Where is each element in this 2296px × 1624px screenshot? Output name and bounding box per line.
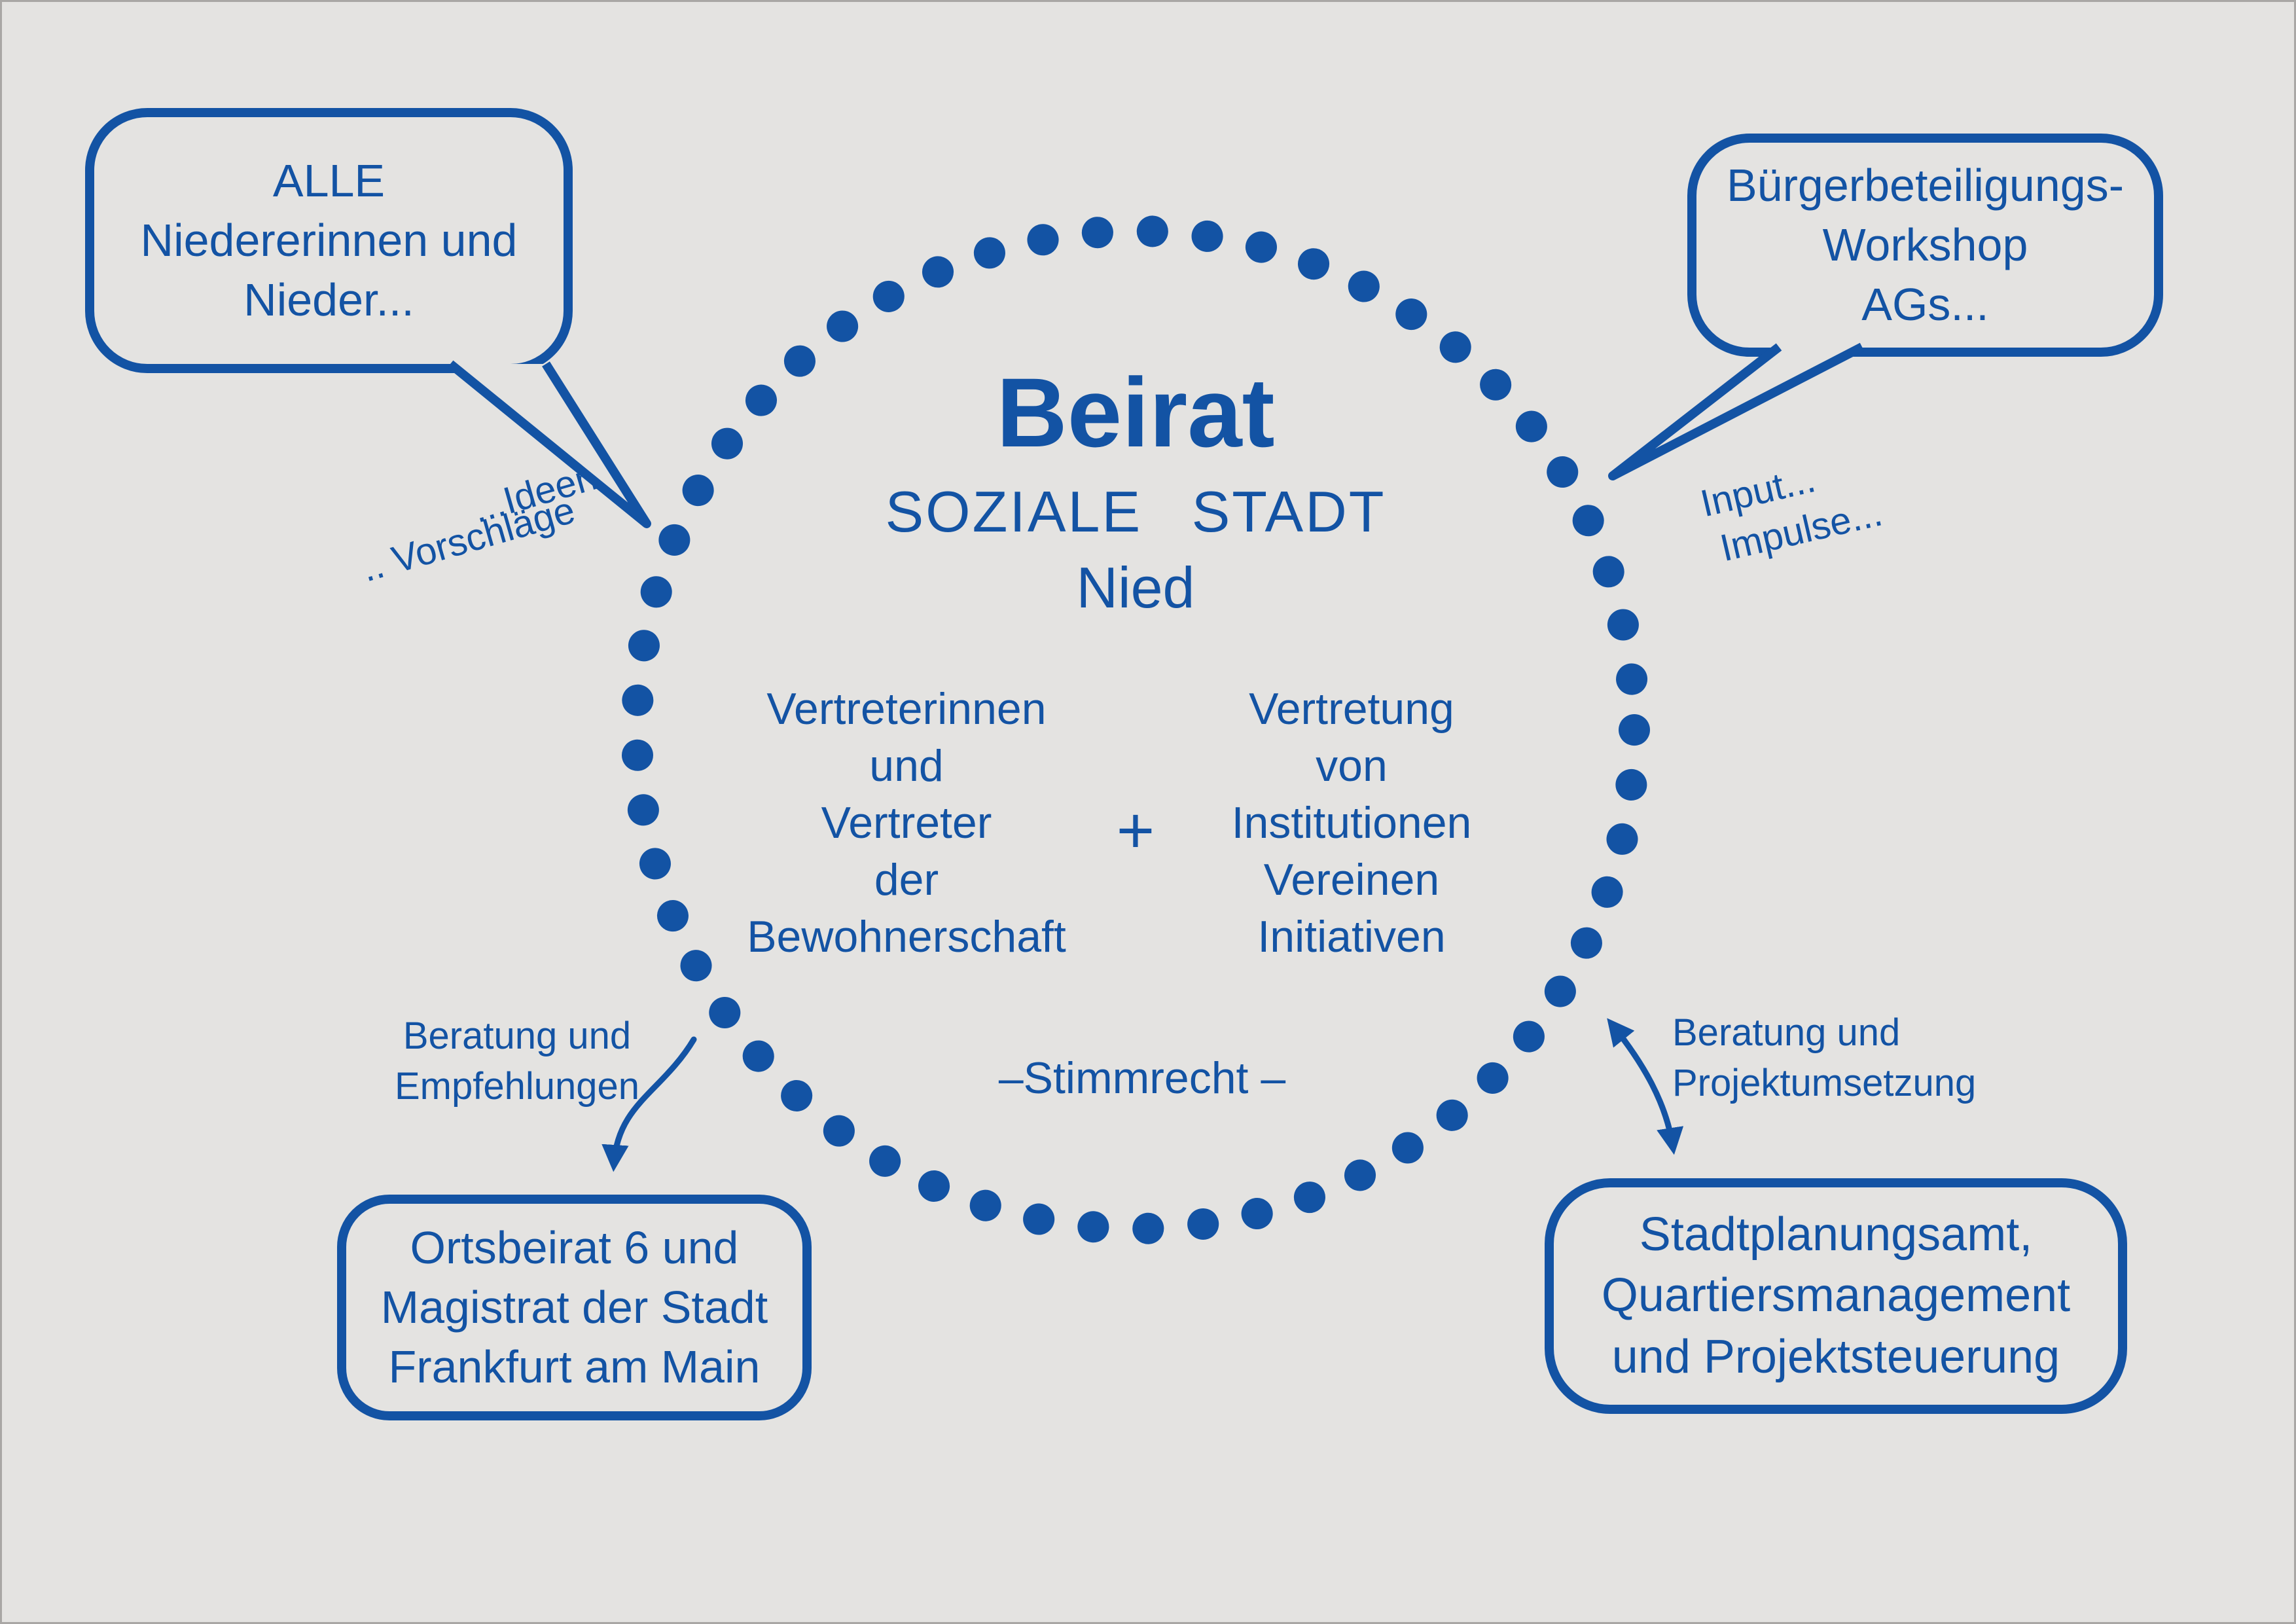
bubble-tail-top-right (1608, 342, 1865, 480)
arrow-beratung-projektumsetzung (1607, 1018, 1684, 1155)
label-line: Empfehlungen (394, 1064, 640, 1108)
circle-heading: Beirat SOZIALE STADT Nied (677, 359, 1594, 621)
bubble-line: Niedererinnen und (140, 215, 518, 266)
bubble-line: ALLE (272, 155, 386, 206)
box-stadtplanungsamt: Stadtplanungsamt, Quartiersmanagement un… (1545, 1178, 2127, 1414)
label-beratung-empfehlungen: Beratung und Empfehlungen (363, 1011, 671, 1111)
bubble-buergerbeteiligung: Bürgerbeteiligungs- Workshop AGs... (1687, 134, 2163, 357)
members-right-column: Vertretung von Institutionen Vereinen In… (1142, 681, 1561, 965)
column-line: und (869, 741, 944, 791)
bubble-line: Workshop (1822, 219, 2028, 270)
column-line: Vereinen (1263, 855, 1440, 905)
circle-place: Nied (1076, 555, 1195, 620)
column-line: Vertretung (1249, 684, 1454, 734)
label-line: Beratung und (403, 1015, 632, 1057)
box-line: Magistrat der Stadt (380, 1282, 768, 1333)
circle-title: Beirat (996, 357, 1275, 467)
box-ortsbeirat-magistrat: Ortsbeirat 6 und Magistrat der Stadt Fra… (337, 1195, 812, 1420)
box-line: und Projektsteuerung (1611, 1330, 2060, 1383)
bubble-line: Nieder... (243, 274, 414, 325)
column-line: der (874, 855, 939, 905)
box-line: Stadtplanungsamt, (1639, 1208, 2033, 1261)
label-line: Beratung und (1672, 1011, 1901, 1054)
label-beratung-projektumsetzung: Beratung und Projektumsetzung (1672, 1008, 1976, 1108)
column-line: Initiativen (1257, 912, 1446, 962)
bubble-line: Bürgerbeteiligungs- (1726, 160, 2125, 211)
column-line: Bewohnerschaft (747, 912, 1066, 962)
column-line: Institutionen (1231, 798, 1472, 848)
column-line: Vertreter (821, 798, 992, 848)
box-line: Ortsbeirat 6 und (410, 1222, 739, 1273)
label-vorschlaege: .. Vorschläge (357, 488, 580, 590)
members-left-column: Vertreterinnen und Vertreter der Bewohne… (697, 681, 1116, 965)
bubble-line: AGs... (1861, 279, 1989, 330)
box-line: Frankfurt am Main (388, 1341, 761, 1392)
box-line: Quartiersmanagement (1601, 1269, 2071, 1322)
column-line: von (1316, 741, 1388, 791)
label-line: Projektumsetzung (1672, 1061, 1977, 1104)
voting-note: –Stimmrecht – (998, 1053, 1286, 1103)
column-line: Vertreterinnen (766, 684, 1047, 734)
bubble-alle-niedererinnen: ALLE Niedererinnen und Nieder... (85, 108, 573, 373)
circle-subtitle: SOZIALE STADT (885, 479, 1386, 544)
